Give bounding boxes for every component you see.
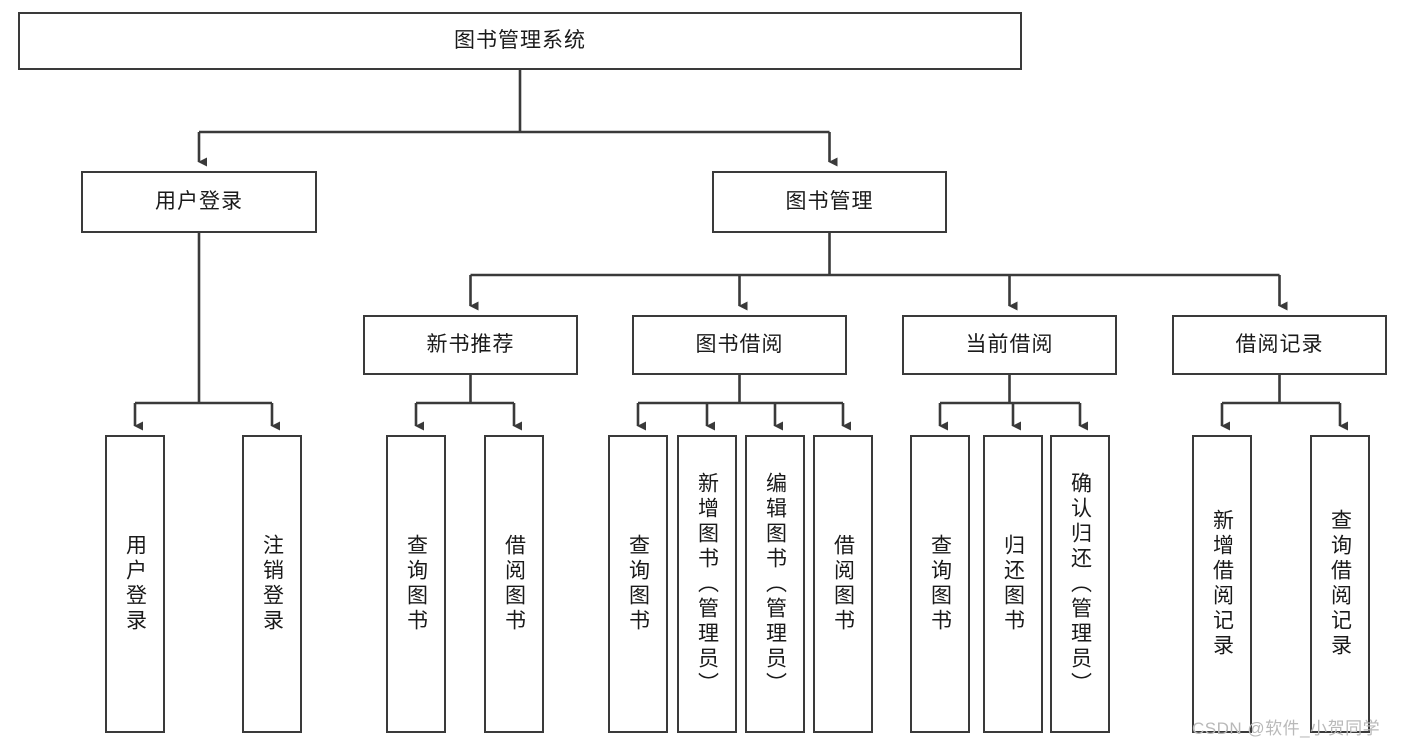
node-level3-current-borrow[interactable]: 当前借阅 bbox=[902, 315, 1117, 375]
node-leaf-leaf-query-book-2[interactable]: 查询图书 bbox=[608, 435, 668, 733]
node-level3-borrow-records[interactable]: 借阅记录 bbox=[1172, 315, 1387, 375]
node-leaf-leaf-add-book[interactable]: 新增图书（管理员） bbox=[677, 435, 737, 733]
node-level2-user-login[interactable]: 用户登录 bbox=[81, 171, 317, 233]
node-label: 编辑图书（管理员） bbox=[763, 471, 787, 697]
node-label: 新书推荐 bbox=[426, 332, 515, 356]
node-leaf-leaf-user-login[interactable]: 用户登录 bbox=[105, 435, 165, 733]
node-label: 注销登录 bbox=[260, 534, 284, 634]
node-leaf-leaf-query-book-1[interactable]: 查询图书 bbox=[386, 435, 446, 733]
node-label: 借阅图书 bbox=[502, 534, 526, 634]
node-leaf-leaf-query-book-3[interactable]: 查询图书 bbox=[910, 435, 970, 733]
node-leaf-leaf-edit-book[interactable]: 编辑图书（管理员） bbox=[745, 435, 805, 733]
node-leaf-leaf-add-record[interactable]: 新增借阅记录 bbox=[1192, 435, 1252, 733]
node-leaf-leaf-confirm-return[interactable]: 确认归还（管理员） bbox=[1050, 435, 1110, 733]
node-leaf-leaf-borrow-book-1[interactable]: 借阅图书 bbox=[484, 435, 544, 733]
node-label: 确认归还（管理员） bbox=[1068, 471, 1092, 697]
node-label: 当前借阅 bbox=[965, 332, 1054, 356]
node-root-root[interactable]: 图书管理系统 bbox=[18, 12, 1022, 70]
node-leaf-leaf-return-book[interactable]: 归还图书 bbox=[983, 435, 1043, 733]
node-level3-new-book-recommend[interactable]: 新书推荐 bbox=[363, 315, 578, 375]
node-level2-book-management[interactable]: 图书管理 bbox=[712, 171, 947, 233]
node-label: 查询图书 bbox=[626, 534, 650, 634]
node-label: 借阅记录 bbox=[1235, 332, 1324, 356]
node-level3-book-borrow[interactable]: 图书借阅 bbox=[632, 315, 847, 375]
node-label: 图书借阅 bbox=[695, 332, 784, 356]
node-label: 新增借阅记录 bbox=[1210, 509, 1234, 659]
node-label: 图书管理系统 bbox=[454, 28, 586, 52]
node-label: 用户登录 bbox=[123, 534, 147, 634]
node-label: 图书管理 bbox=[785, 189, 874, 213]
node-label: 新增图书（管理员） bbox=[695, 471, 719, 697]
csdn-watermark: CSDN @软件_小贺同学 bbox=[1192, 719, 1381, 738]
node-leaf-leaf-query-record[interactable]: 查询借阅记录 bbox=[1310, 435, 1370, 733]
node-label: 查询图书 bbox=[928, 534, 952, 634]
node-label: 借阅图书 bbox=[831, 534, 855, 634]
node-label: 归还图书 bbox=[1001, 534, 1025, 634]
node-label: 查询借阅记录 bbox=[1328, 509, 1352, 659]
node-label: 用户登录 bbox=[155, 189, 243, 213]
node-leaf-leaf-borrow-book-2[interactable]: 借阅图书 bbox=[813, 435, 873, 733]
node-leaf-leaf-user-logout[interactable]: 注销登录 bbox=[242, 435, 302, 733]
node-label: 查询图书 bbox=[404, 534, 428, 634]
